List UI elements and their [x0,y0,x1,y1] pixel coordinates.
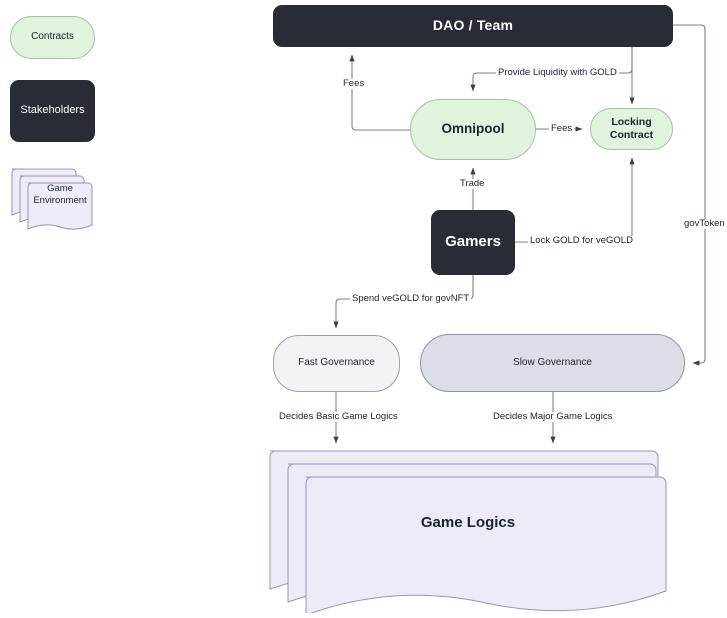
node-gamers[interactable]: Gamers [431,210,515,275]
edge-omnipool-to-dao [349,54,410,131]
legend-item-game-environment: Game Environment [10,165,95,230]
legend-item-stakeholders: Stakeholders [10,80,95,142]
node-omnipool[interactable]: Omnipool [410,99,536,160]
edge-label-spend-vegold: Spend veGOLD for govNFT [350,293,472,304]
legend-label-contracts: Contracts [31,31,74,43]
edge-label-lock-gold: Lock GOLD for veGOLD [528,235,635,246]
node-game-logics[interactable]: Game Logics [268,448,668,616]
edge-label-trade: Trade [458,178,487,189]
legend-label-game-environment: Game Environment [28,183,92,207]
edge-label-govtoken: govToken [682,218,727,229]
edge-label-provide-liquidity: Provide Liquidity with GOLD [496,67,619,78]
legend-label-game-environment-line1: Game [47,183,73,194]
edge-dao-to-slow-governance [673,24,706,366]
edge-label-decides-basic: Decides Basic Game Logics [277,411,400,422]
node-locking-contract[interactable]: Locking Contract [590,108,673,150]
document-stack-icon [11,168,93,230]
node-slow-governance[interactable]: Slow Governance [420,334,685,392]
node-fast-governance[interactable]: Fast Governance [273,335,400,392]
node-dao-team[interactable]: DAO / Team [273,5,673,47]
node-label-dao-team: DAO / Team [432,17,514,34]
node-label-fast-governance: Fast Governance [298,357,375,369]
legend-label-game-environment-line2: Environment [33,194,87,206]
node-label-slow-governance: Slow Governance [513,356,592,368]
node-label-omnipool: Omnipool [441,121,505,137]
edge-label-fees-omnipool-dao: Fees [341,78,367,89]
edge-label-decides-major: Decides Major Game Logics [491,411,615,422]
node-label-game-logics: Game Logics [420,514,516,531]
document-stack-shape [269,450,667,616]
legend-label-stakeholders: Stakeholders [20,104,85,117]
edge-label-fees-omnipool-locking: Fees [549,123,575,134]
node-label-gamers: Gamers [445,233,501,251]
node-label-locking-contract: Locking Contract [609,115,654,141]
edge-gamers-to-locking [515,157,635,243]
legend-item-contracts: Contracts [10,16,95,59]
